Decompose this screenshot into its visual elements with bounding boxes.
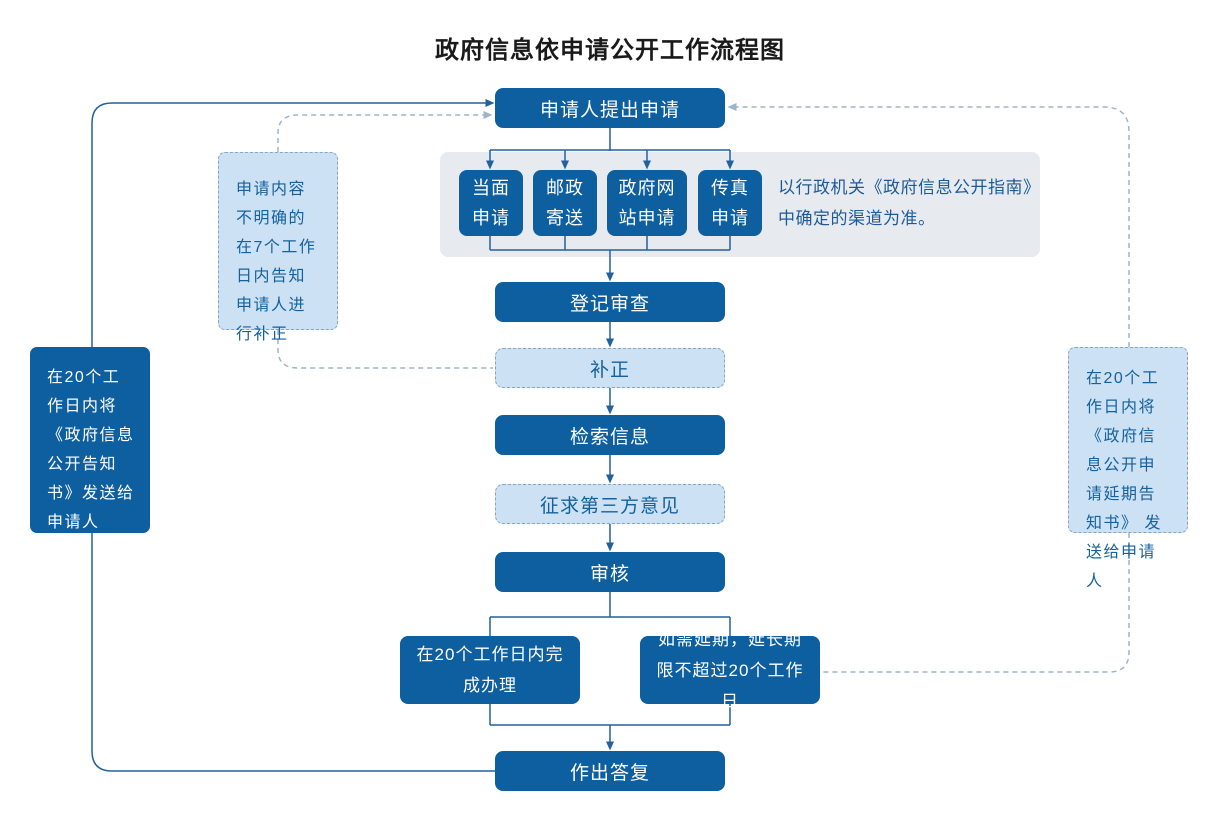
node-outcome-extend: 如需延期，延长期限不超过20个工作日 [640, 630, 820, 711]
annotation-notify-applicant: 在20个工作日内将《政府信息公开告知书》发送给申请人 [30, 347, 150, 533]
channels-note: 以行政机关《政府信息公开指南》中确定的渠道为准。 [778, 178, 1032, 228]
annotation-extend-note: 在20个工作日内将《政府信息公开申请延期告知书》 发送给申请人 [1068, 347, 1188, 590]
node-channel-in-person: 当面申请 [459, 170, 523, 236]
node-supplement: 补正 [495, 348, 725, 388]
connector-dashed-supplement-down [277, 330, 493, 369]
node-reply: 作出答复 [495, 751, 725, 791]
connector-dashed-supplement-up [277, 111, 493, 152]
node-channel-fax: 传真申请 [698, 170, 762, 236]
page-title: 政府信息依申请公开工作流程图 [435, 37, 785, 64]
node-register: 登记审查 [495, 282, 725, 322]
node-review: 审核 [495, 552, 725, 592]
connector-dashed-extend-down [822, 533, 1130, 673]
node-search: 检索信息 [495, 415, 725, 455]
node-channel-postal: 邮政寄送 [533, 170, 597, 236]
node-third-party: 征求第三方意见 [495, 484, 725, 524]
node-channel-website: 政府网站申请 [607, 170, 687, 236]
node-start: 申请人提出申请 [495, 88, 725, 128]
node-outcome-normal: 在20个工作日内完成办理 [400, 636, 580, 704]
annotation-supplement-note: 申请内容不明确的在7个工作日内告知申请人进行补正 [218, 152, 338, 343]
